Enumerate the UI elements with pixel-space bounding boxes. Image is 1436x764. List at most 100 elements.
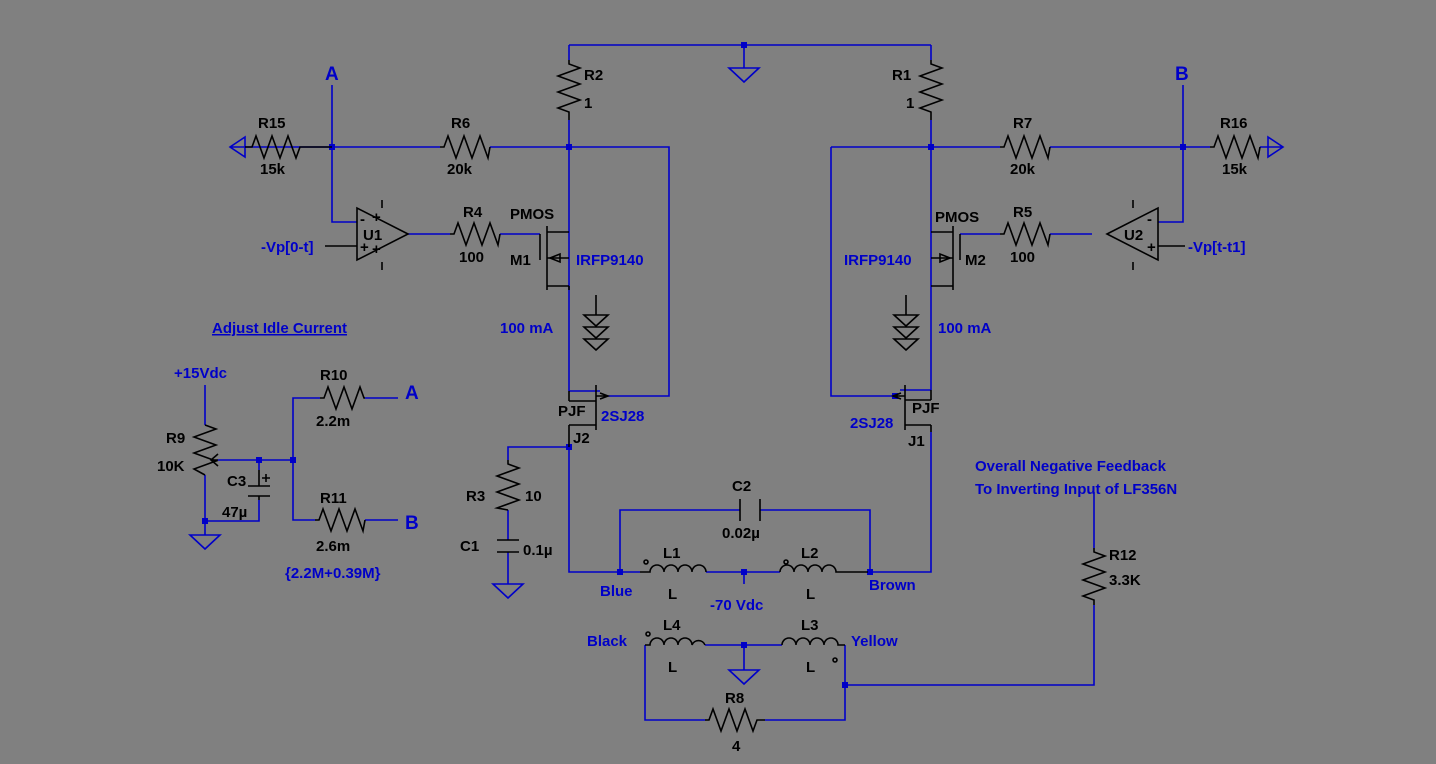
r1-value: 1 (906, 95, 914, 112)
l2-value: L (806, 586, 815, 603)
m2-type: PMOS (935, 209, 979, 226)
r1-symbol (917, 60, 945, 120)
c2-name: C2 (732, 478, 751, 495)
r6-symbol (440, 133, 491, 162)
u1-opamp: + + - + (325, 200, 410, 270)
r6-value: 20k (447, 161, 473, 178)
r5-symbol (1000, 220, 1051, 249)
u2-name: U2 (1124, 227, 1143, 244)
j1-model: 2SJ28 (850, 415, 893, 432)
r2-symbol (555, 60, 583, 120)
r11-value: 2.6m (316, 538, 350, 555)
r12-name: R12 (1109, 547, 1137, 564)
r11-expression: {2.2M+0.39M} (285, 565, 381, 582)
r8-value: 4 (732, 738, 741, 755)
r4-value: 100 (459, 249, 484, 266)
m2-current-source (891, 295, 921, 352)
r3-symbol (493, 460, 522, 511)
label-adjust-idle: Adjust Idle Current (212, 320, 347, 337)
feedback-line2: To Inverting Input of LF356N (975, 481, 1177, 498)
r8-name: R8 (725, 690, 744, 707)
l2-name: L2 (801, 545, 819, 562)
r2-name: R2 (584, 67, 603, 84)
svg-text:+: + (1147, 239, 1156, 256)
net-label-a: A (325, 64, 339, 85)
j1-type: PJF (912, 400, 940, 417)
r2-value: 1 (584, 95, 592, 112)
r12-value: 3.3K (1109, 572, 1141, 589)
label-supply-15: +15Vdc (174, 365, 227, 382)
r11-name: R11 (320, 490, 347, 507)
l4-inductor (645, 631, 706, 646)
l3-name: L3 (801, 617, 819, 634)
m1-current: 100 mA (500, 320, 554, 337)
r10-symbol (320, 384, 365, 412)
net-label-b: B (1175, 64, 1189, 85)
m1-model: IRFP9140 (576, 252, 644, 269)
r16-name: R16 (1220, 115, 1248, 132)
c2-value: 0.02µ (722, 525, 760, 542)
label-black: Black (587, 633, 628, 650)
r9-name: R9 (166, 430, 185, 447)
m2-model: IRFP9140 (844, 252, 912, 269)
l2-inductor (779, 559, 868, 573)
l1-inductor (640, 559, 707, 573)
label-blue: Blue (600, 583, 633, 600)
r7-name: R7 (1013, 115, 1032, 132)
r8-symbol (705, 706, 765, 734)
svg-text:+: + (372, 209, 381, 226)
r16-value: 15k (1222, 161, 1248, 178)
feedback-line1: Overall Negative Feedback (975, 458, 1167, 475)
r1-name: R1 (892, 67, 911, 84)
ground-symbols (189, 67, 1285, 685)
c1-capacitor (497, 539, 519, 553)
r15-value: 15k (260, 161, 286, 178)
r5-value: 100 (1010, 249, 1035, 266)
c3-name: C3 (227, 473, 246, 490)
r9-value: 10K (157, 458, 185, 475)
svg-text:-: - (360, 211, 365, 228)
m1-name: M1 (510, 252, 531, 269)
l1-name: L1 (663, 545, 681, 562)
svg-text:+: + (360, 239, 369, 256)
r5-name: R5 (1013, 204, 1032, 221)
r12-symbol (1080, 548, 1108, 605)
u2-opamp: - + (1105, 200, 1185, 270)
m2-mosfet (931, 226, 961, 290)
label-brown: Brown (869, 577, 916, 594)
r3-name: R3 (466, 488, 485, 505)
net-label-b2: B (405, 513, 419, 534)
r9-potentiometer (191, 424, 219, 476)
j2-type: PJF (558, 403, 586, 420)
l3-value: L (806, 659, 815, 676)
m2-current: 100 mA (938, 320, 992, 337)
r4-symbol (450, 220, 501, 249)
label-yellow: Yellow (851, 633, 898, 650)
r10-value: 2.2m (316, 413, 350, 430)
j2-name: J2 (573, 430, 590, 447)
r11-symbol (315, 506, 366, 535)
r4-name: R4 (463, 204, 483, 221)
r3-value: 10 (525, 488, 542, 505)
wires (204, 44, 1268, 721)
c2-capacitor (739, 499, 761, 521)
u1-name: U1 (363, 227, 382, 244)
r7-symbol (1000, 133, 1051, 162)
r15-symbol (245, 133, 332, 161)
c1-value: 0.1µ (523, 542, 553, 559)
l1-value: L (668, 586, 677, 603)
j1-name: J1 (908, 433, 925, 450)
j1-jfet (890, 385, 932, 432)
l4-name: L4 (663, 617, 681, 634)
j2-jfet (568, 385, 611, 447)
m1-mosfet (539, 226, 570, 290)
c1-name: C1 (460, 538, 479, 555)
m1-type: PMOS (510, 206, 554, 223)
r15-name: R15 (258, 115, 286, 132)
net-label-a2: A (405, 383, 419, 404)
r16-symbol (1210, 133, 1261, 162)
u1-input: -Vp[0-t] (261, 239, 314, 256)
j2-model: 2SJ28 (601, 408, 644, 425)
m2-name: M2 (965, 252, 986, 269)
